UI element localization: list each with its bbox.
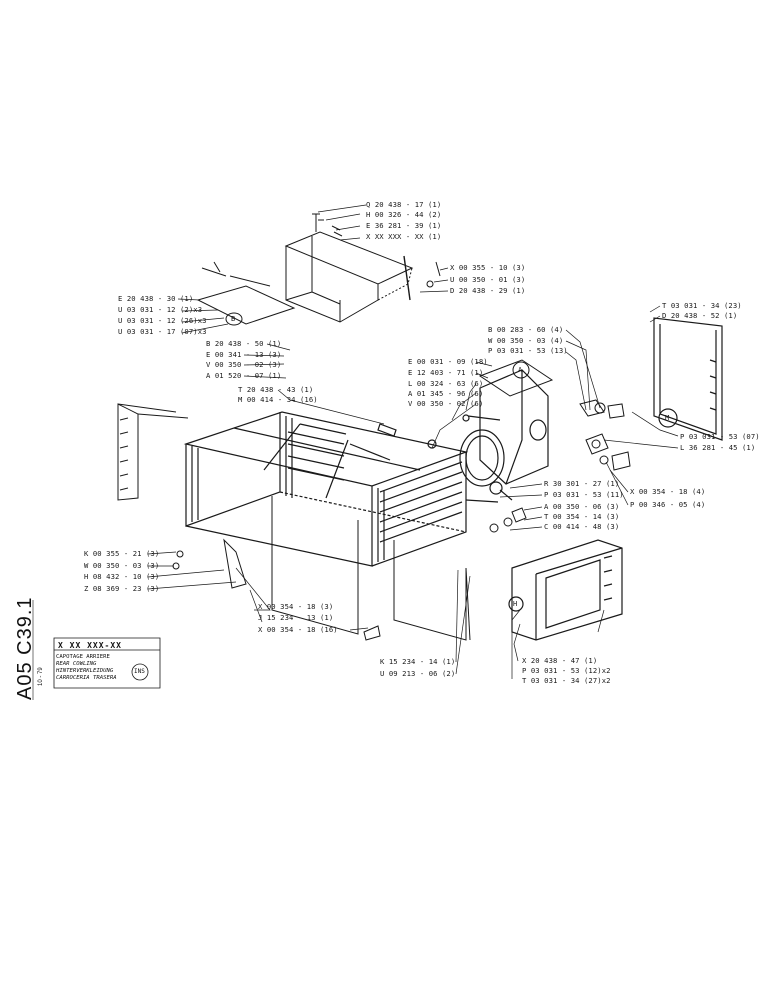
label-p03031-53c: P 03 031 - 53 (11) [544, 490, 624, 499]
label-e00341-13: E 00 341 - 13 (3) [206, 350, 282, 359]
label-a01520-07: A 01 520 - 07 (1) [206, 371, 282, 380]
label-p03031-53d: P 03 031 - 53 (12)x2 [522, 666, 611, 675]
label-b00283-60: B 00 283 - 60 (4) [488, 325, 564, 334]
label-x00354-18c: X 00 354 - 18 (16) [258, 625, 338, 634]
label-z08369-23: Z 08 369 - 23 (3) [84, 584, 160, 593]
title-es: CARROCERIA TRASERA [56, 675, 117, 681]
callout-a: A [518, 366, 523, 374]
label-v00350-02b: V 00 350 - 02 (6) [408, 399, 484, 408]
bolts-center [489, 507, 527, 533]
label-q20438-17: Q 20 438 - 17 (1) [366, 200, 442, 209]
label-a01345-96: A 01 345 - 96 (6) [408, 389, 484, 398]
label-u03031-17: U 03 031 - 17 (07)x3 [118, 327, 207, 336]
callout-h: H [513, 600, 518, 608]
title-en: REAR COWLING [56, 661, 97, 667]
label-j15234-13: J 15 234 - 13 (1) [258, 613, 334, 622]
top-plate [196, 261, 296, 326]
label-h00326-44: H 00 326 - 44 (2) [366, 210, 442, 219]
label-xxx: X XX XXX - XX (1) [366, 232, 442, 241]
label-t00354-14: T 00 354 - 14 (3) [544, 512, 620, 521]
label-k15234-14: K 15 234 - 14 (1) [380, 657, 456, 666]
revision-date: 10 - 79 [38, 667, 44, 686]
label-p03031-53b: P 03 031 - 53 (07) [680, 432, 760, 441]
callout-b: B [231, 315, 236, 323]
inspection-plate [478, 359, 554, 397]
part-number: X XX XXX-XX [58, 641, 122, 650]
label-l36281-45: L 36 281 - 45 (1) [680, 443, 756, 452]
callout-m: M [665, 414, 670, 422]
label-e00031-09: E 00 031 - 09 (18) [408, 357, 488, 366]
label-x20438-47: X 20 438 - 47 (1) [522, 656, 598, 665]
label-x00354-18a: X 00 354 - 18 (4) [630, 487, 706, 496]
label-e36281-39: E 36 281 - 39 (1) [366, 221, 442, 230]
label-l00324-63: L 00 324 - 63 (6) [408, 379, 484, 388]
main-frame [183, 411, 469, 567]
drawing-code: A05 C39.1 [14, 596, 36, 700]
label-a00350-06: A 00 350 - 06 (3) [544, 502, 620, 511]
leader-lines [147, 204, 679, 679]
side-strip-left [117, 403, 189, 501]
title-de: HINTERVERKLEIDUNG [56, 668, 114, 674]
label-t03031-34b: T 03 031 - 34 (27)x2 [522, 676, 611, 685]
label-m00414-34: M 00 414 - 34 (16) [238, 395, 318, 404]
label-x00355-10: X 00 355 - 10 (3) [450, 263, 526, 272]
title-box-frame [53, 637, 161, 689]
side-panel-right [653, 317, 723, 441]
label-t20438-43: T 20 438 - 43 (1) [238, 385, 314, 394]
title-fr: CAPOTAGE ARRIERE [56, 654, 110, 660]
label-u03031-12a: U 03 031 - 12 (2)x3 [118, 305, 203, 314]
label-w00350-03a: W 00 350 - 03 (4) [488, 336, 564, 345]
label-u09213-06: U 09 213 - 06 (2) [380, 669, 456, 678]
bolts-right [579, 399, 631, 471]
label-d20438-29: D 20 438 - 29 (1) [450, 286, 526, 295]
label-t03031-34a: T 03 031 - 34 (23) [662, 301, 742, 310]
label-r30301-27: R 30 301 - 27 (1) [544, 479, 620, 488]
label-e12403-71: E 12 403 - 71 (1) [408, 368, 484, 377]
title-block: X XX XXX-XX CAPOTAGE ARRIERE REAR COWLIN… [50, 640, 160, 686]
label-k00355-21: K 00 355 - 21 (3) [84, 549, 160, 558]
lower-panels [172, 496, 471, 641]
top-housing [284, 213, 441, 323]
radiator-panel [508, 539, 623, 641]
label-c00414-48: C 00 414 - 48 (3) [544, 522, 620, 531]
fan-shroud [377, 369, 549, 503]
label-d20438-52: D 20 438 - 52 (1) [662, 311, 738, 320]
label-b20438-50: B 20 438 - 50 (1) [206, 339, 282, 348]
label-x00354-18b: X 00 354 - 18 (3) [258, 602, 334, 611]
label-e20438-30: E 20 438 - 30 (1) [118, 294, 194, 303]
label-u00350-01: U 00 350 - 01 (3) [450, 275, 526, 284]
label-w00350-03b: W 00 350 - 03 (3) [84, 561, 160, 570]
label-p00346-05: P 00 346 - 05 (4) [630, 500, 706, 509]
label-u03031-12b: U 03 031 - 12 (26)x3 [118, 316, 207, 325]
label-p03031-53a: P 03 031 - 53 (13) [488, 346, 568, 355]
ins-badge: INS [134, 668, 145, 675]
label-h08432-10: H 08 432 - 10 (3) [84, 572, 160, 581]
label-v00350-02: V 00 350 - 02 (3) [206, 360, 282, 369]
